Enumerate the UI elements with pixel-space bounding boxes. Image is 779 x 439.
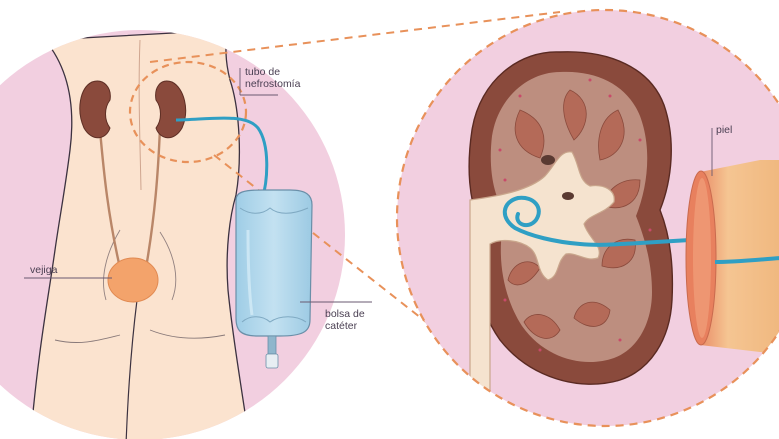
bag-label-line1: bolsa de — [325, 308, 365, 320]
skin-layer — [686, 160, 779, 352]
kidney-detail-panel — [397, 10, 779, 439]
calyx-opening-2 — [562, 192, 574, 200]
calyx-opening-1 — [541, 155, 555, 165]
bladder-label: vejiga — [30, 264, 57, 276]
tube-label-line1: tubo de — [245, 66, 280, 78]
tube-label-line2: nefrostomía — [245, 78, 300, 90]
left-kidney — [80, 81, 110, 138]
bladder — [108, 258, 158, 302]
bag-label-line2: catéter — [325, 320, 357, 332]
skin-label: piel — [716, 124, 732, 136]
